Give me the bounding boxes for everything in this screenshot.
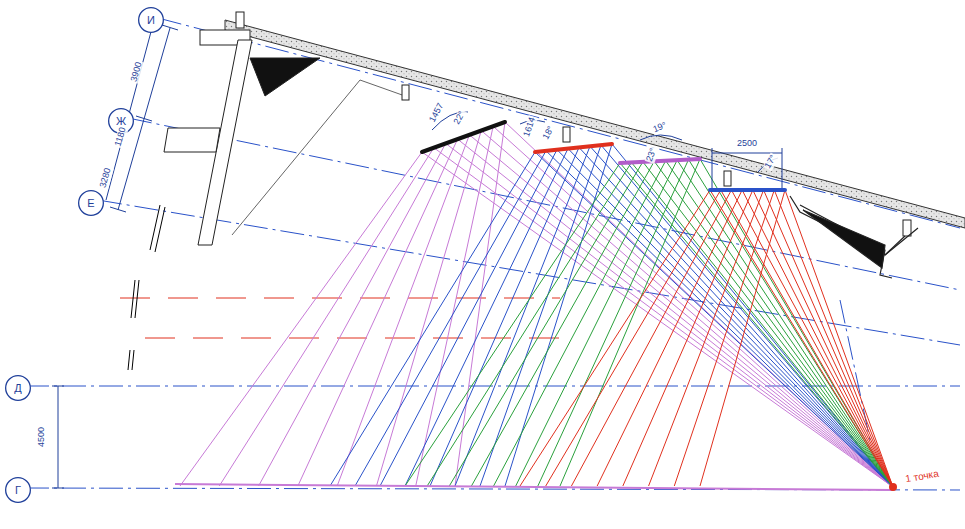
dimension-label: 23° <box>645 146 660 164</box>
dimension-label: 1457 <box>427 101 446 125</box>
red-dashed <box>120 298 560 338</box>
dimension-label: 4500 <box>37 426 47 448</box>
ceiling-brackets <box>402 85 911 236</box>
axis-letter: И <box>138 7 164 33</box>
light-ray <box>455 122 505 486</box>
light-ray <box>422 152 893 487</box>
light-ray <box>430 147 579 486</box>
light-ray <box>764 190 893 487</box>
dimension-label: 19° <box>651 120 669 135</box>
light-ray <box>449 162 643 486</box>
reflector-panels <box>422 122 785 190</box>
light-ray <box>427 162 631 486</box>
axis-marker: Е <box>78 190 104 216</box>
light-ray <box>546 190 721 486</box>
light-ray <box>785 190 893 487</box>
light-ray <box>643 162 893 487</box>
light-ray <box>753 190 893 487</box>
light-ray <box>259 143 446 486</box>
ceiling-slab <box>225 20 965 228</box>
light-ray <box>471 161 654 486</box>
light-ray <box>516 160 677 486</box>
light-ray <box>380 150 557 486</box>
dimension-lines <box>52 25 782 488</box>
dimension-label: 22° <box>452 109 468 127</box>
axis-marker: И <box>138 7 164 33</box>
dimension-label: 18° <box>541 124 557 142</box>
light-ray <box>649 190 764 486</box>
light-ray <box>620 163 893 487</box>
point-label: 1 точка <box>904 467 941 484</box>
light-ray <box>731 190 893 487</box>
light-ray <box>330 152 535 486</box>
light-ray <box>505 122 893 487</box>
right-truss <box>790 196 918 278</box>
dimension-label: 1614 <box>522 115 538 139</box>
axis-marker: Д <box>5 375 31 401</box>
light-ray <box>689 160 893 487</box>
light-ray <box>710 190 893 487</box>
light-ray <box>405 149 568 486</box>
light-ray <box>337 135 469 486</box>
light-ray <box>597 190 742 486</box>
light-ray <box>446 143 893 487</box>
light-ray <box>579 147 893 487</box>
light-ray <box>376 131 481 486</box>
light-ray <box>631 162 893 487</box>
light-ray <box>666 161 893 487</box>
dimension-label: 3280 <box>98 166 114 190</box>
light-ray <box>674 190 774 486</box>
base-ray <box>175 484 893 490</box>
axis-letter: Д <box>5 375 31 401</box>
left-structure <box>164 12 405 245</box>
light-ray <box>590 146 893 487</box>
axis-letter: Г <box>5 477 31 503</box>
dimension-label: 2500 <box>736 139 758 149</box>
light-ray <box>774 190 893 487</box>
source-point <box>889 483 897 491</box>
light-ray <box>455 146 590 486</box>
light-ray <box>405 163 620 486</box>
light-ray <box>623 190 753 486</box>
break-marks <box>128 205 165 370</box>
light-ray <box>538 160 689 486</box>
dimension-label: 3900 <box>129 60 145 84</box>
dimension-label: 17° <box>763 153 779 171</box>
light-ray <box>520 190 710 486</box>
light-ray <box>568 149 893 487</box>
light-ray <box>434 148 893 487</box>
light-ray <box>535 152 893 487</box>
light-ray <box>494 161 666 486</box>
light-ray <box>654 161 893 487</box>
light-ray <box>571 190 731 486</box>
light-ray <box>219 148 434 486</box>
light-ray <box>298 139 458 486</box>
axis-letter: Е <box>78 190 104 216</box>
grid-axes <box>25 18 960 490</box>
axis-marker: Г <box>5 477 31 503</box>
light-ray <box>700 190 785 486</box>
light-ray <box>355 151 546 486</box>
light-ray <box>560 159 700 486</box>
light-ray <box>742 190 893 487</box>
